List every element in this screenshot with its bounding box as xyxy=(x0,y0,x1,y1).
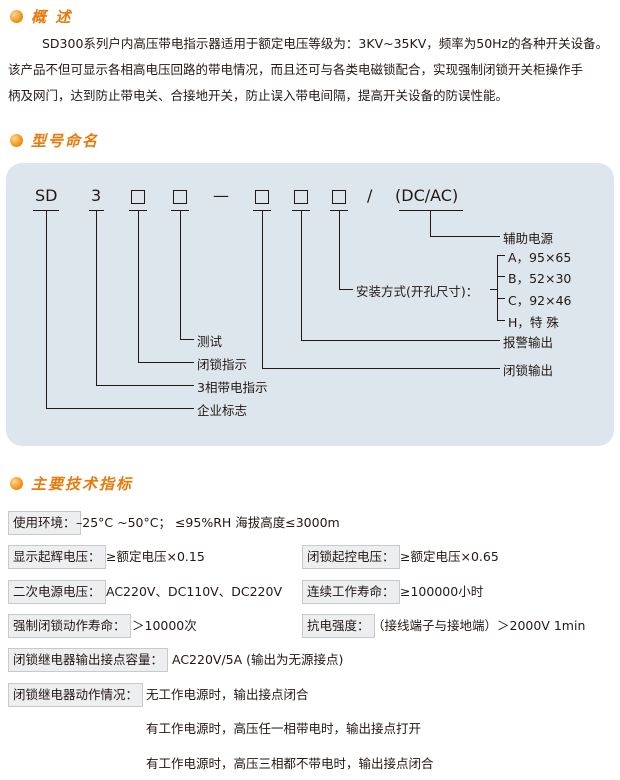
model-title: 型号命名 xyxy=(31,132,100,150)
code-dash: — xyxy=(213,186,229,205)
spec-value-lock-voltage: ≥额定电压×0.65 xyxy=(400,549,499,564)
code-box-mount xyxy=(332,190,346,204)
leader-line xyxy=(46,210,47,408)
spec-label-relay-capacity: 闭锁继电器输出接点容量： xyxy=(8,648,169,672)
leader-line xyxy=(262,368,500,369)
spec-value-secondary-voltage: AC220V、DC110V、DC220V xyxy=(106,584,282,599)
leader-line xyxy=(301,340,500,341)
spec-label-relay-action: 闭锁继电器动作情况： xyxy=(8,683,144,707)
label-option-b: B，52×30 xyxy=(508,271,572,286)
spec-value-env: –25°C ~50°C； ≤95%RH 海拔高度≤3000m xyxy=(76,515,340,530)
code-box-lock-output xyxy=(255,190,269,204)
spec-label-secondary-voltage: 二次电源电压： xyxy=(8,580,106,604)
spec-value-dielectric: （接线端子与接地端）＞2000V 1min xyxy=(372,618,586,633)
label-alarm-output: 报警输出 xyxy=(503,335,554,350)
underline-dcac xyxy=(399,210,463,211)
leader-line xyxy=(138,362,194,363)
leader-line xyxy=(490,289,498,290)
spec-label-display-voltage: 显示起辉电压： xyxy=(8,545,106,569)
label-option-c: C，92×46 xyxy=(508,293,572,308)
leader-line xyxy=(497,298,505,299)
overview-line-1: SD300系列户内高压带电指示器适用于额定电压等级为：3KV~35KV，频率为5… xyxy=(42,36,609,51)
model-heading: 型号命名 xyxy=(10,130,99,151)
spec-value-lock-life: ＞10000次 xyxy=(132,618,197,633)
leader-line xyxy=(430,210,431,236)
code-sd: SD xyxy=(35,186,58,205)
spec-label-lock-voltage: 闭锁起控电压： xyxy=(302,545,400,569)
label-company: 企业标志 xyxy=(197,403,248,418)
leader-line xyxy=(96,210,97,385)
label-option-a: A，95×65 xyxy=(508,250,572,265)
leader-line xyxy=(262,210,263,368)
label-option-h: H，特 殊 xyxy=(508,315,559,330)
bullet-dot-icon xyxy=(10,477,23,490)
spec-value-relay-capacity: AC220V/5A (输出为无源接点) xyxy=(172,652,344,667)
leader-line xyxy=(96,385,194,386)
spec-value-relay-action-3: 有工作电源时，高压三相都不带电时，输出接点闭合 xyxy=(146,756,434,771)
leader-line xyxy=(497,320,505,321)
leader-line xyxy=(180,210,181,339)
spec-value-relay-action: 无工作电源时，输出接点闭合 xyxy=(146,687,309,702)
leader-line xyxy=(339,289,353,290)
model-code-diagram: SD 3 — / (DC/AC) 辅助电源 安装方式(开孔尺寸)： A，95×6… xyxy=(6,163,614,446)
leader-line xyxy=(430,236,500,237)
leader-line xyxy=(180,339,194,340)
code-box-alarm-output xyxy=(294,190,308,204)
label-lock-indicator: 闭锁指示 xyxy=(197,357,248,372)
overview-line-3: 柄及网门，达到防止带电关、合接地开关，防止误入带电间隔，提高开关设备的防误性能。 xyxy=(8,88,509,103)
label-three-phase: 3相带电指示 xyxy=(197,380,268,395)
specs-title: 主要技术指标 xyxy=(31,475,134,493)
code-slash: / xyxy=(367,186,373,205)
bullet-dot-icon xyxy=(10,10,23,23)
label-test: 测试 xyxy=(197,334,223,349)
spec-value-relay-action-2: 有工作电源时，高压任一相带电时，输出接点打开 xyxy=(146,721,422,736)
label-mount: 安装方式(开孔尺寸)： xyxy=(356,284,479,299)
code-box-lock-indicator xyxy=(131,190,145,204)
leader-line xyxy=(46,408,194,409)
leader-line xyxy=(339,210,340,290)
specs-heading: 主要技术指标 xyxy=(10,473,133,494)
overview-line-2: 该产品不但可显示各相高电压回路的带电情况，而且还可与各类电磁锁配合，实现强制闭锁… xyxy=(8,62,584,77)
spec-label-env: 使用环境： xyxy=(8,511,81,535)
overview-heading: 概 述 xyxy=(10,6,72,27)
bullet-dot-icon xyxy=(10,134,23,147)
code-box-test xyxy=(173,190,187,204)
code-three: 3 xyxy=(91,186,102,205)
label-aux-power: 辅助电源 xyxy=(503,231,554,246)
spec-value-working-life: ≥100000小时 xyxy=(400,584,484,599)
label-lock-output: 闭锁输出 xyxy=(503,363,554,378)
spec-label-working-life: 连续工作寿命： xyxy=(302,580,400,604)
code-dcac: (DC/AC) xyxy=(395,186,459,205)
spec-label-dielectric: 抗电强度： xyxy=(302,614,375,638)
overview-title: 概 述 xyxy=(31,8,73,26)
spec-value-display-voltage: ≥额定电压×0.15 xyxy=(106,549,205,564)
leader-line xyxy=(497,276,505,277)
leader-line xyxy=(497,255,498,321)
leader-line xyxy=(138,210,139,362)
leader-line xyxy=(301,210,302,340)
spec-label-lock-life: 强制闭锁动作寿命： xyxy=(8,614,131,638)
leader-line xyxy=(497,255,505,256)
